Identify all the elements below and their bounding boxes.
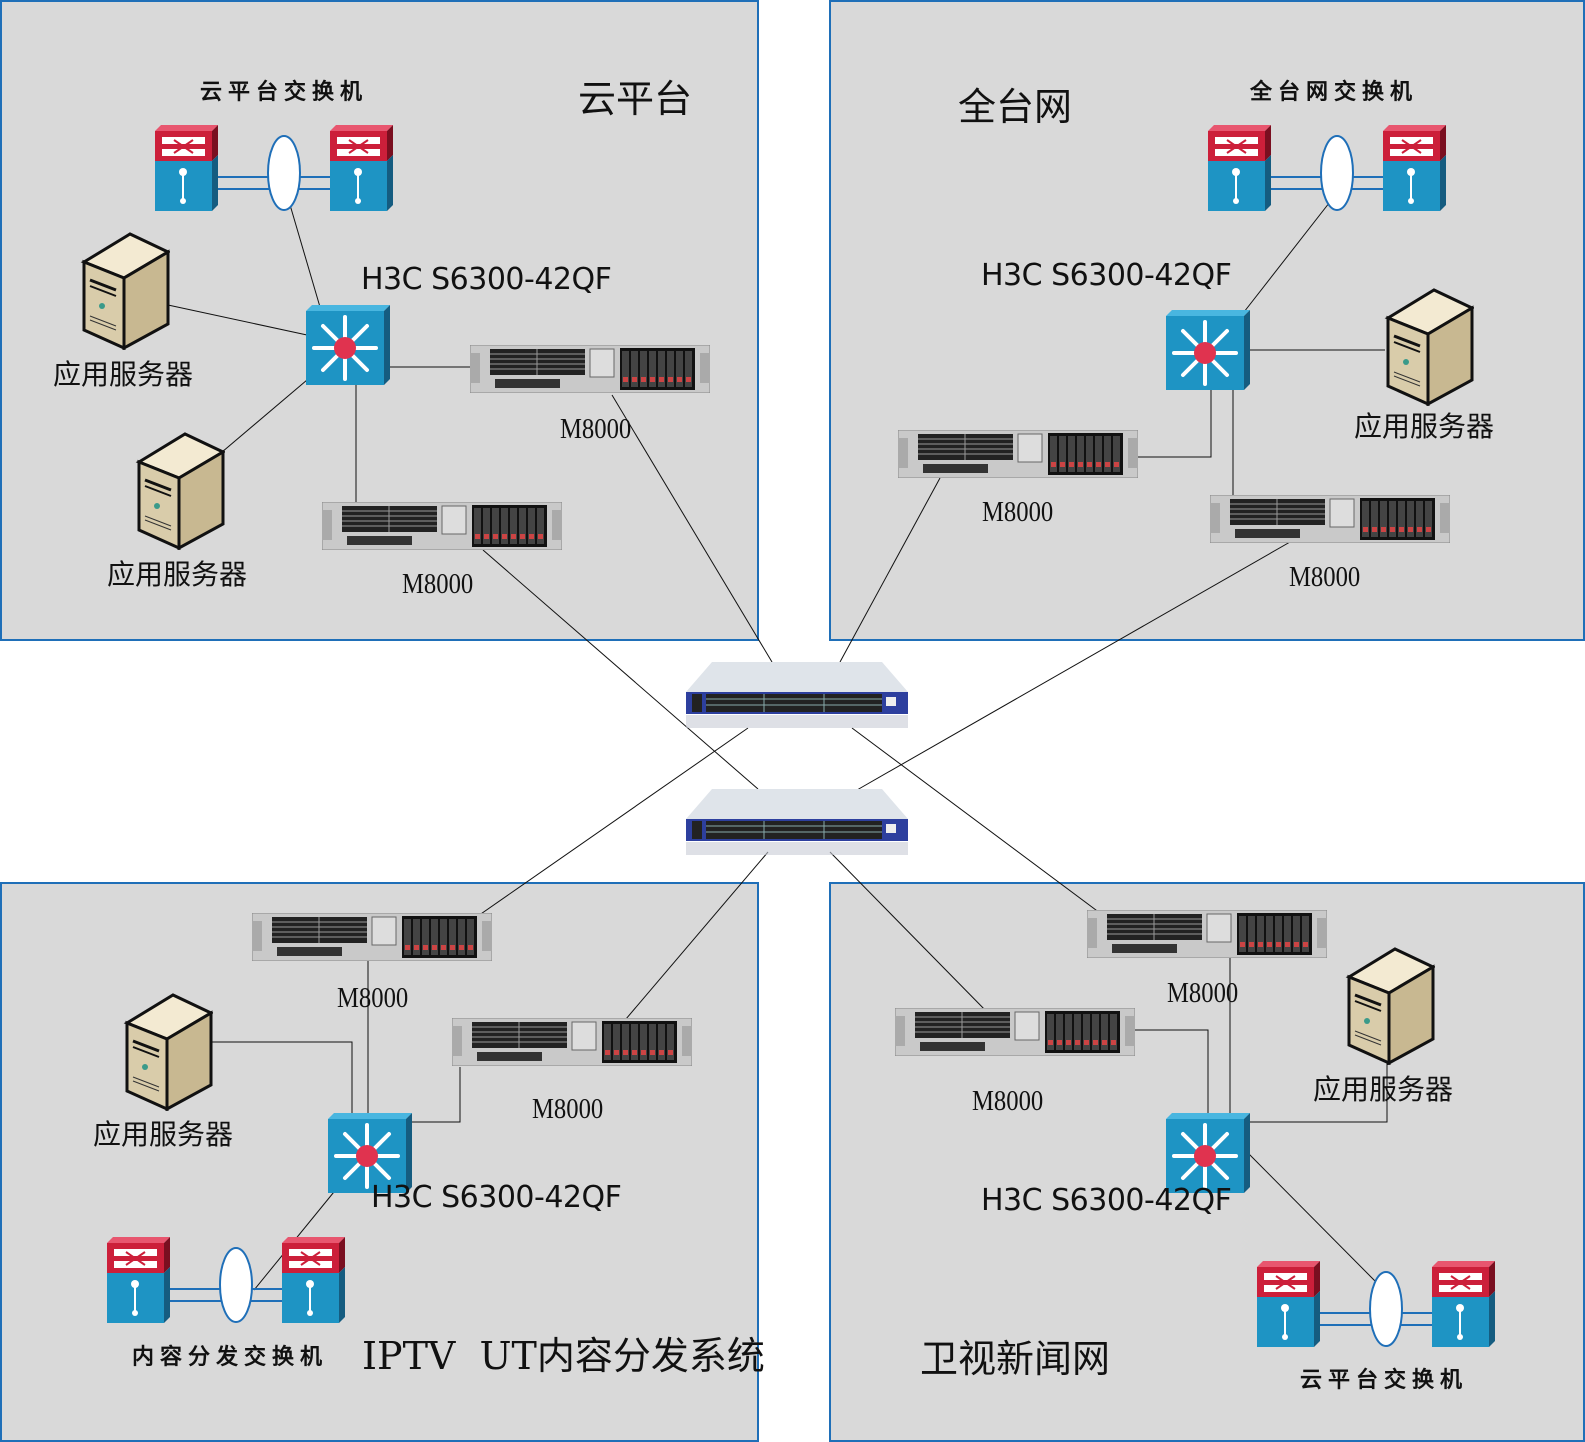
core-switch-icon[interactable] — [1166, 310, 1250, 390]
zone-title: 云平台 — [578, 77, 693, 121]
m8000-server-icon[interactable] — [1210, 495, 1450, 543]
app-server-label: 应用服务器 — [93, 1118, 234, 1151]
m8000-label: M8000 — [402, 568, 474, 600]
switch-pair-icon[interactable] — [102, 1237, 362, 1327]
switch-icon — [1383, 125, 1446, 211]
app-server-icon[interactable] — [1345, 947, 1435, 1065]
switch-icon — [1257, 1261, 1320, 1347]
switch-icon — [282, 1237, 345, 1323]
app-server-icon[interactable] — [135, 432, 225, 550]
switch-icon — [1208, 125, 1271, 211]
core-switch-icon[interactable] — [306, 305, 390, 385]
core-switch-model-label: H3C S6300-42QF — [371, 1180, 622, 1215]
switch-pair-label: 全台网交换机 — [1250, 79, 1419, 105]
m8000-label: M8000 — [532, 1093, 604, 1125]
zone-title: 卫视新闻网 — [920, 1337, 1111, 1381]
m8000-server-icon[interactable] — [470, 345, 710, 393]
app-server-label: 应用服务器 — [107, 558, 248, 591]
core-switch-icon[interactable] — [1166, 1113, 1250, 1193]
app-server-label: 应用服务器 — [1313, 1073, 1454, 1106]
app-server-icon[interactable] — [123, 993, 213, 1111]
core-switch-model-label: H3C S6300-42QF — [981, 258, 1232, 293]
center-core-switch-icon[interactable] — [686, 662, 908, 728]
m8000-server-icon[interactable] — [452, 1018, 692, 1066]
zone-title: 全台网 — [958, 85, 1073, 129]
switch-pair-label: 云平台交换机 — [200, 79, 369, 105]
m8000-server-icon[interactable] — [252, 913, 492, 961]
core-switch-model-label: H3C S6300-42QF — [981, 1183, 1232, 1218]
switch-icon — [1432, 1261, 1495, 1347]
m8000-server-icon[interactable] — [895, 1008, 1135, 1056]
app-server-icon[interactable] — [80, 232, 170, 350]
m8000-label: M8000 — [337, 982, 409, 1014]
m8000-label: M8000 — [1289, 561, 1361, 593]
zone-title: IPTV UT内容分发系统 — [362, 1334, 765, 1378]
m8000-label: M8000 — [560, 413, 632, 445]
switch-pair-icon[interactable] — [1252, 1261, 1512, 1351]
m8000-label: M8000 — [1167, 977, 1239, 1009]
core-switch-model-label: H3C S6300-42QF — [361, 262, 612, 297]
center-core-switch-icon[interactable] — [686, 789, 908, 855]
switch-icon — [107, 1237, 170, 1323]
m8000-label: M8000 — [982, 496, 1054, 528]
m8000-server-icon[interactable] — [898, 430, 1138, 478]
app-server-label: 应用服务器 — [53, 358, 194, 391]
switch-pair-icon[interactable] — [150, 125, 410, 215]
core-switch-icon[interactable] — [328, 1113, 412, 1193]
m8000-server-icon[interactable] — [1087, 910, 1327, 958]
switch-icon — [330, 125, 393, 211]
app-server-label: 应用服务器 — [1354, 410, 1495, 443]
switch-icon — [155, 125, 218, 211]
switch-pair-label: 云平台交换机 — [1300, 1367, 1469, 1393]
switch-pair-label: 内容分发交换机 — [132, 1344, 329, 1370]
m8000-server-icon[interactable] — [322, 502, 562, 550]
app-server-icon[interactable] — [1384, 288, 1474, 406]
m8000-label: M8000 — [972, 1085, 1044, 1117]
switch-pair-icon[interactable] — [1203, 125, 1463, 215]
